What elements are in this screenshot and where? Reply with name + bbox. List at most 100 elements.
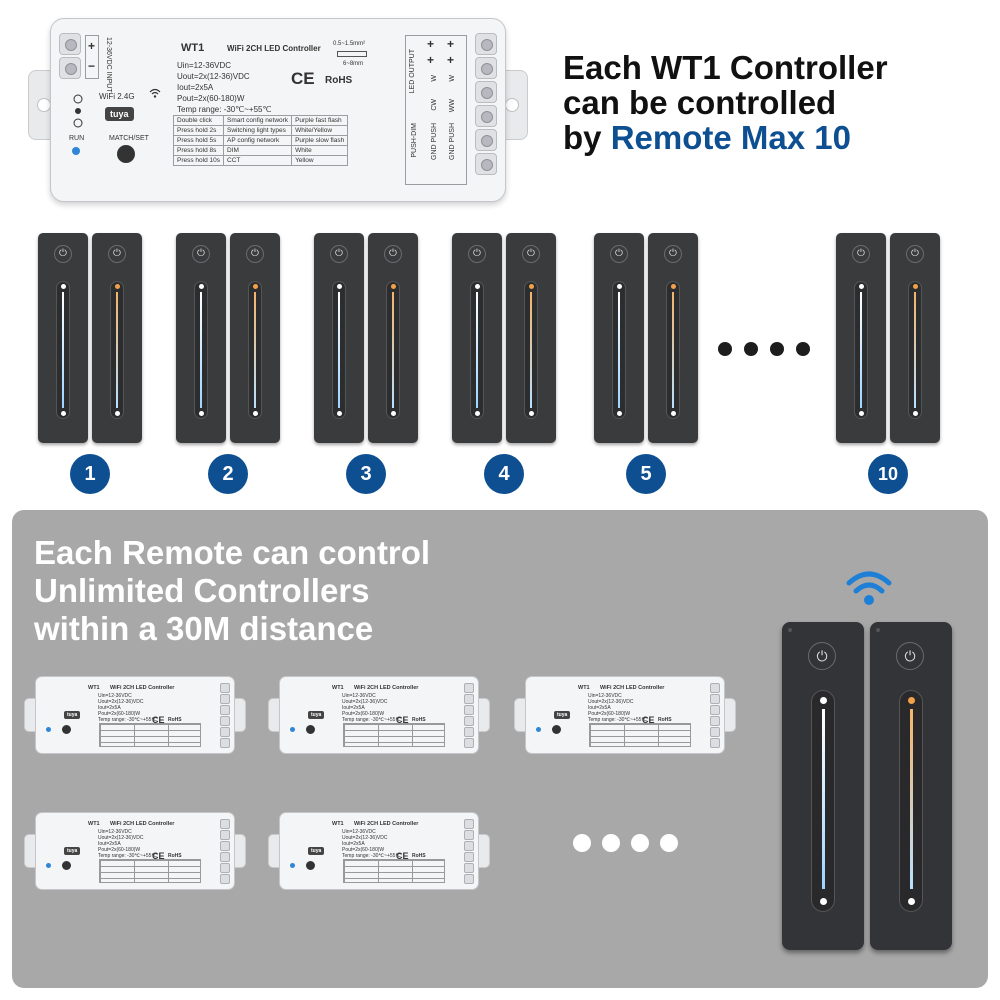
power-icon[interactable]: ⏻ (192, 245, 210, 263)
spec-line: Iout=2x5A (342, 841, 365, 847)
screw-hole (37, 98, 51, 112)
spec-line: Iout=2x5A (342, 705, 365, 711)
run-label: RUN (69, 135, 85, 142)
power-icon[interactable]: ⏻ (664, 245, 682, 263)
terminal (475, 81, 497, 103)
run-indicator-led (290, 863, 295, 868)
headline-line: Each WT1 Controller (563, 49, 888, 86)
terminal (710, 705, 720, 715)
terminal (710, 683, 720, 693)
slider-dot (61, 284, 66, 289)
touch-slider[interactable] (248, 281, 262, 419)
slider-dot (115, 411, 120, 416)
touch-slider[interactable] (194, 281, 208, 419)
touch-slider[interactable] (854, 281, 868, 419)
power-icon[interactable]: ⏻ (852, 245, 870, 263)
terminal (220, 841, 230, 851)
match-set-button[interactable] (306, 861, 315, 870)
spec-line: Iout=2x5A (98, 841, 121, 847)
touch-slider[interactable] (110, 281, 124, 419)
table-cell: Switching light types (222, 125, 293, 136)
tuya-logo: tuya (64, 847, 81, 855)
run-indicator-led (46, 727, 51, 732)
slider-line (392, 292, 394, 408)
table-cell: White/Yellow (291, 125, 349, 136)
power-icon[interactable]: ⏻ (246, 245, 264, 263)
table-cell: White (291, 145, 349, 156)
slider-dot (199, 284, 204, 289)
touch-slider[interactable] (56, 281, 70, 419)
minus-sign: − (88, 59, 96, 73)
slider-line (338, 292, 340, 408)
touch-slider[interactable] (899, 690, 923, 912)
power-icon[interactable]: ⏻ (610, 245, 628, 263)
power-icon[interactable]: ⏻ (330, 245, 348, 263)
power-icon[interactable]: ⏻ (906, 245, 924, 263)
touch-slider[interactable] (470, 281, 484, 419)
model-name: WT1 (578, 685, 590, 691)
match-set-button[interactable] (62, 861, 71, 870)
output-cw-label: CW (431, 99, 438, 111)
slider-dot (529, 284, 534, 289)
remote-cct: ⏻ (648, 233, 698, 443)
power-icon[interactable]: ⏻ (468, 245, 486, 263)
slider-dot (908, 898, 915, 905)
spec-line: Temp range: -30℃~+55℃ (342, 717, 402, 723)
rohs-mark: RoHS (325, 75, 353, 86)
touch-slider[interactable] (524, 281, 538, 419)
output-ww-label: WW (449, 99, 456, 113)
touch-slider[interactable] (386, 281, 400, 419)
wifi-label: WiFi 2.4G (99, 92, 135, 101)
match-set-label: MATCH/SET (109, 135, 149, 142)
terminal (464, 694, 474, 704)
terminal (464, 738, 474, 748)
power-icon[interactable]: ⏻ (54, 245, 72, 263)
touch-slider[interactable] (666, 281, 680, 419)
match-set-button[interactable] (306, 725, 315, 734)
terminal (59, 57, 81, 79)
power-icon[interactable]: ⏻ (896, 642, 924, 670)
touch-slider[interactable] (811, 690, 835, 912)
terminal (220, 694, 230, 704)
tuya-logo: tuya (308, 847, 325, 855)
terminal (59, 33, 81, 55)
match-set-button[interactable] (62, 725, 71, 734)
touch-slider[interactable] (612, 281, 626, 419)
spec-line: Uout=2x(12-36)VDC (342, 835, 388, 841)
terminal (464, 852, 474, 862)
touch-slider[interactable] (332, 281, 346, 419)
terminal (220, 819, 230, 829)
slider-dot (913, 411, 918, 416)
terminal (220, 727, 230, 737)
remote-cct: ⏻ (890, 233, 940, 443)
slider-dot (199, 411, 204, 416)
slider-dot (337, 411, 342, 416)
dot (718, 342, 732, 356)
terminal (475, 33, 497, 55)
slider-line (62, 292, 64, 408)
slider-dot (913, 284, 918, 289)
power-icon[interactable]: ⏻ (808, 642, 836, 670)
rohs-mark: RoHS (168, 853, 182, 859)
remote-dim: ⏻ (38, 233, 88, 443)
spec-line: Iout=2x5A (177, 83, 214, 92)
terminal (710, 738, 720, 748)
power-icon[interactable]: ⏻ (108, 245, 126, 263)
match-set-button[interactable] (552, 725, 561, 734)
touch-slider[interactable] (908, 281, 922, 419)
spec-line: Temp range: -30℃~+55℃ (177, 105, 272, 114)
headline-line: can be controlled (563, 84, 837, 121)
controller-body: + − 12-36VDC INPUT WiFi 2.4G tuya RUN MA… (50, 18, 506, 202)
terminal (464, 705, 474, 715)
spec-line: Pout=2x(60-180)W (342, 847, 385, 853)
rohs-mark: RoHS (658, 717, 672, 723)
spec-line: Uin=12-36VDC (342, 829, 376, 835)
power-icon[interactable]: ⏻ (384, 245, 402, 263)
match-set-button[interactable] (117, 145, 135, 163)
table-row: Press hold 8s DIM White (173, 145, 349, 156)
power-icon[interactable]: ⏻ (522, 245, 540, 263)
spec-line: Uout=2x(12-36)VDC (98, 835, 144, 841)
